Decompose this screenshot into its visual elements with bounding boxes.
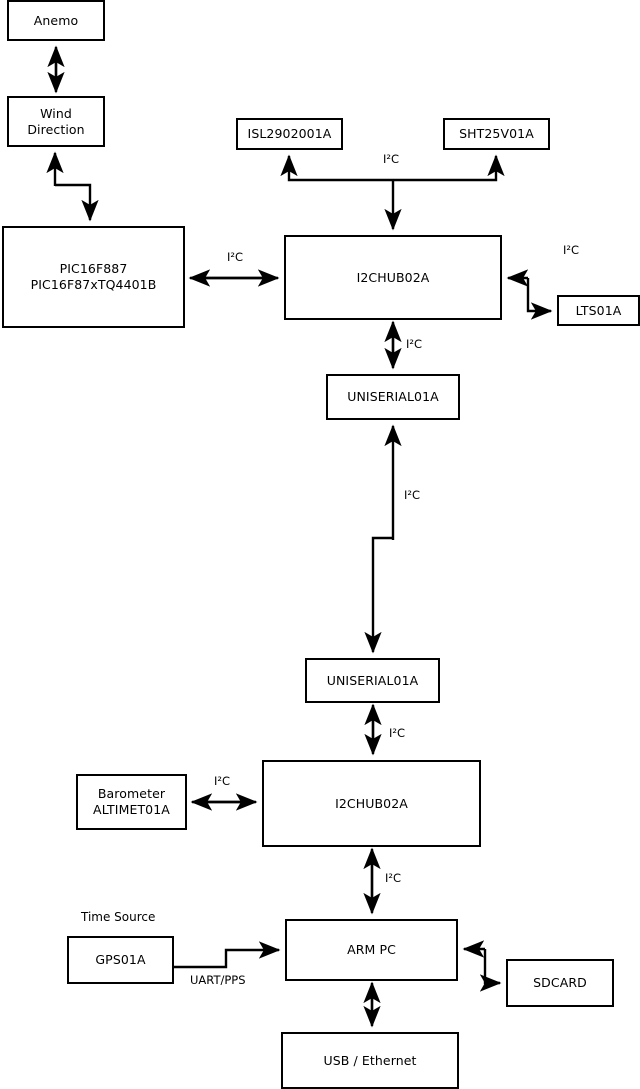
node-uniserial01a-upper[interactable]: UNISERIAL01A xyxy=(326,374,460,420)
node-label: Barometer ALTIMET01A xyxy=(93,786,170,817)
node-i2chub02a-top[interactable]: I2CHUB02A xyxy=(284,235,502,320)
node-uniserial01a-lower[interactable]: UNISERIAL01A xyxy=(305,658,440,703)
node-label: Anemo xyxy=(33,12,79,28)
wire-wind-pic-down xyxy=(55,183,99,222)
node-label: Wind Direction xyxy=(27,105,85,137)
wire-label-uart-pps: UART/PPS xyxy=(190,973,246,987)
wire-label-i2c-pic-hub: I²C xyxy=(227,250,244,264)
node-label: GPS01A xyxy=(95,952,146,968)
wire-hub-to-lts xyxy=(526,278,553,320)
node-lts01a[interactable]: LTS01A xyxy=(557,295,640,326)
node-sdcard[interactable]: SDCARD xyxy=(506,959,614,1007)
node-anemo[interactable]: Anemo xyxy=(7,0,105,41)
node-label: I2CHUB02A xyxy=(356,269,430,285)
wire-hub-bus-sht xyxy=(393,154,505,182)
wire-hub-bus-isl xyxy=(280,154,393,182)
wire-label-i2c-hub-lts: I²C xyxy=(563,243,580,257)
node-label: ARM PC xyxy=(347,942,396,958)
node-usb-ethernet[interactable]: USB / Ethernet xyxy=(281,1032,459,1089)
node-pic-microcontroller[interactable]: PIC16F887 PIC16F87xTQ4401B xyxy=(2,226,185,328)
node-label: PIC16F887 PIC16F87xTQ4401B xyxy=(30,261,157,292)
node-gps01a[interactable]: GPS01A xyxy=(67,936,174,984)
node-wind-direction[interactable]: Wind Direction xyxy=(7,96,105,147)
wire-arm-to-sdcard xyxy=(479,949,502,992)
wire-long-link-down xyxy=(364,536,393,654)
node-barometer-altimet01a[interactable]: Barometer ALTIMET01A xyxy=(76,774,187,830)
node-isl2902001a[interactable]: ISL2902001A xyxy=(236,118,343,150)
node-label: USB / Ethernet xyxy=(323,1052,417,1068)
wire-label-i2c-uniserial-hub2: I²C xyxy=(389,726,406,740)
node-label: ISL2902001A xyxy=(247,126,332,142)
node-label: UNISERIAL01A xyxy=(347,389,439,405)
node-label: SHT25V01A xyxy=(459,126,534,142)
wire-label-i2c-hub2-armpc: I²C xyxy=(385,871,402,885)
wire-label-i2c-barometer-hub2: I²C xyxy=(214,774,231,788)
node-i2chub02a-bottom[interactable]: I2CHUB02A xyxy=(262,760,481,847)
node-arm-pc[interactable]: ARM PC xyxy=(285,919,458,981)
wire-label-i2c-long-link: I²C xyxy=(404,488,421,502)
node-label: UNISERIAL01A xyxy=(326,672,419,688)
label-time-source: Time Source xyxy=(81,910,156,924)
wire-label-i2c-sensor-bus: I²C xyxy=(383,152,400,166)
wire-gps-arm xyxy=(174,941,281,969)
node-sht25v01a[interactable]: SHT25V01A xyxy=(443,118,550,150)
node-label: SDCARD xyxy=(533,975,587,991)
node-label: LTS01A xyxy=(575,302,622,318)
wire-label-i2c-hub-uniserial: I²C xyxy=(406,337,423,351)
node-label: I2CHUB02A xyxy=(335,795,408,811)
